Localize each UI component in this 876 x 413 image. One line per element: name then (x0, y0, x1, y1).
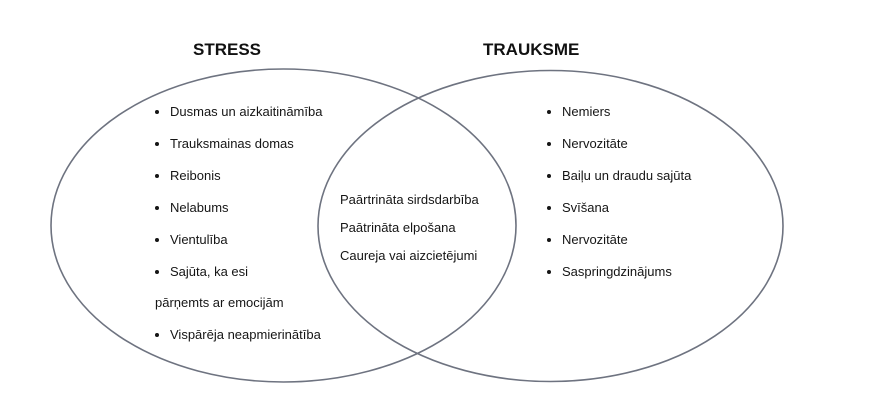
trauksme-item: Nervozitāte (547, 136, 628, 152)
stress-item-label: pārņemts ar emocijām (155, 295, 284, 310)
trauksme-title: TRAUKSME (483, 40, 580, 59)
stress-title: STRESS (193, 40, 262, 59)
stress-item-label: Vientulība (170, 232, 228, 247)
bullet-icon (155, 332, 159, 337)
trauksme-item-label: Saspringdzinājums (562, 264, 672, 279)
stress-item: Dusmas un aizkaitināmība (155, 104, 322, 120)
trauksme-item-label: Nemiers (562, 104, 611, 119)
stress-item-label: Nelabums (170, 200, 229, 215)
stress-item: Trauksmainas domas (155, 136, 294, 152)
stress-item: Nelabums (155, 200, 229, 216)
bullet-icon (547, 173, 551, 178)
trauksme-item: Svīšana (547, 200, 609, 216)
trauksme-item: Nervozitāte (547, 232, 628, 248)
stress-item: Reibonis (155, 168, 221, 184)
trauksme-item: Saspringdzinājums (547, 264, 672, 280)
trauksme-item: Baiļu un draudu sajūta (547, 168, 691, 184)
stress-item-label: Sajūta, ka esi (170, 264, 249, 279)
bullet-icon (155, 109, 159, 114)
bullet-icon (547, 205, 551, 210)
trauksme-item-label: Baiļu un draudu sajūta (562, 168, 692, 183)
bullet-icon (155, 205, 159, 210)
stress-item-label: Vispārēja neapmierinātība (170, 327, 321, 342)
bullet-icon (547, 109, 551, 114)
bullet-icon (547, 237, 551, 242)
trauksme-item-label: Nervozitāte (562, 232, 628, 247)
bullet-icon (155, 269, 159, 274)
trauksme-item-label: Nervozitāte (562, 136, 628, 151)
stress-item-continuation: pārņemts ar emocijām (155, 295, 284, 311)
bullet-icon (547, 141, 551, 146)
bullet-icon (155, 173, 159, 178)
stress-item-label: Trauksmainas domas (170, 136, 294, 151)
stress-item: Vispārēja neapmierinātība (155, 327, 321, 343)
intersection-item: Caureja vai aizcietējumi (340, 248, 478, 263)
stress-ellipse (50, 68, 517, 383)
stress-item: Vientulība (155, 232, 228, 248)
bullet-icon (547, 269, 551, 274)
stress-item-label: Dusmas un aizkaitināmība (170, 104, 323, 119)
bullet-icon (155, 141, 159, 146)
stress-item-label: Reibonis (170, 168, 221, 183)
intersection-item: Paātrināta elpošana (340, 220, 456, 235)
intersection-item: Paārtrināta sirdsdarbība (340, 192, 479, 207)
trauksme-ellipse (317, 69, 784, 383)
bullet-icon (155, 237, 159, 242)
stress-item: Sajūta, ka esi (155, 264, 248, 280)
trauksme-item: Nemiers (547, 104, 610, 120)
trauksme-item-label: Svīšana (562, 200, 609, 215)
